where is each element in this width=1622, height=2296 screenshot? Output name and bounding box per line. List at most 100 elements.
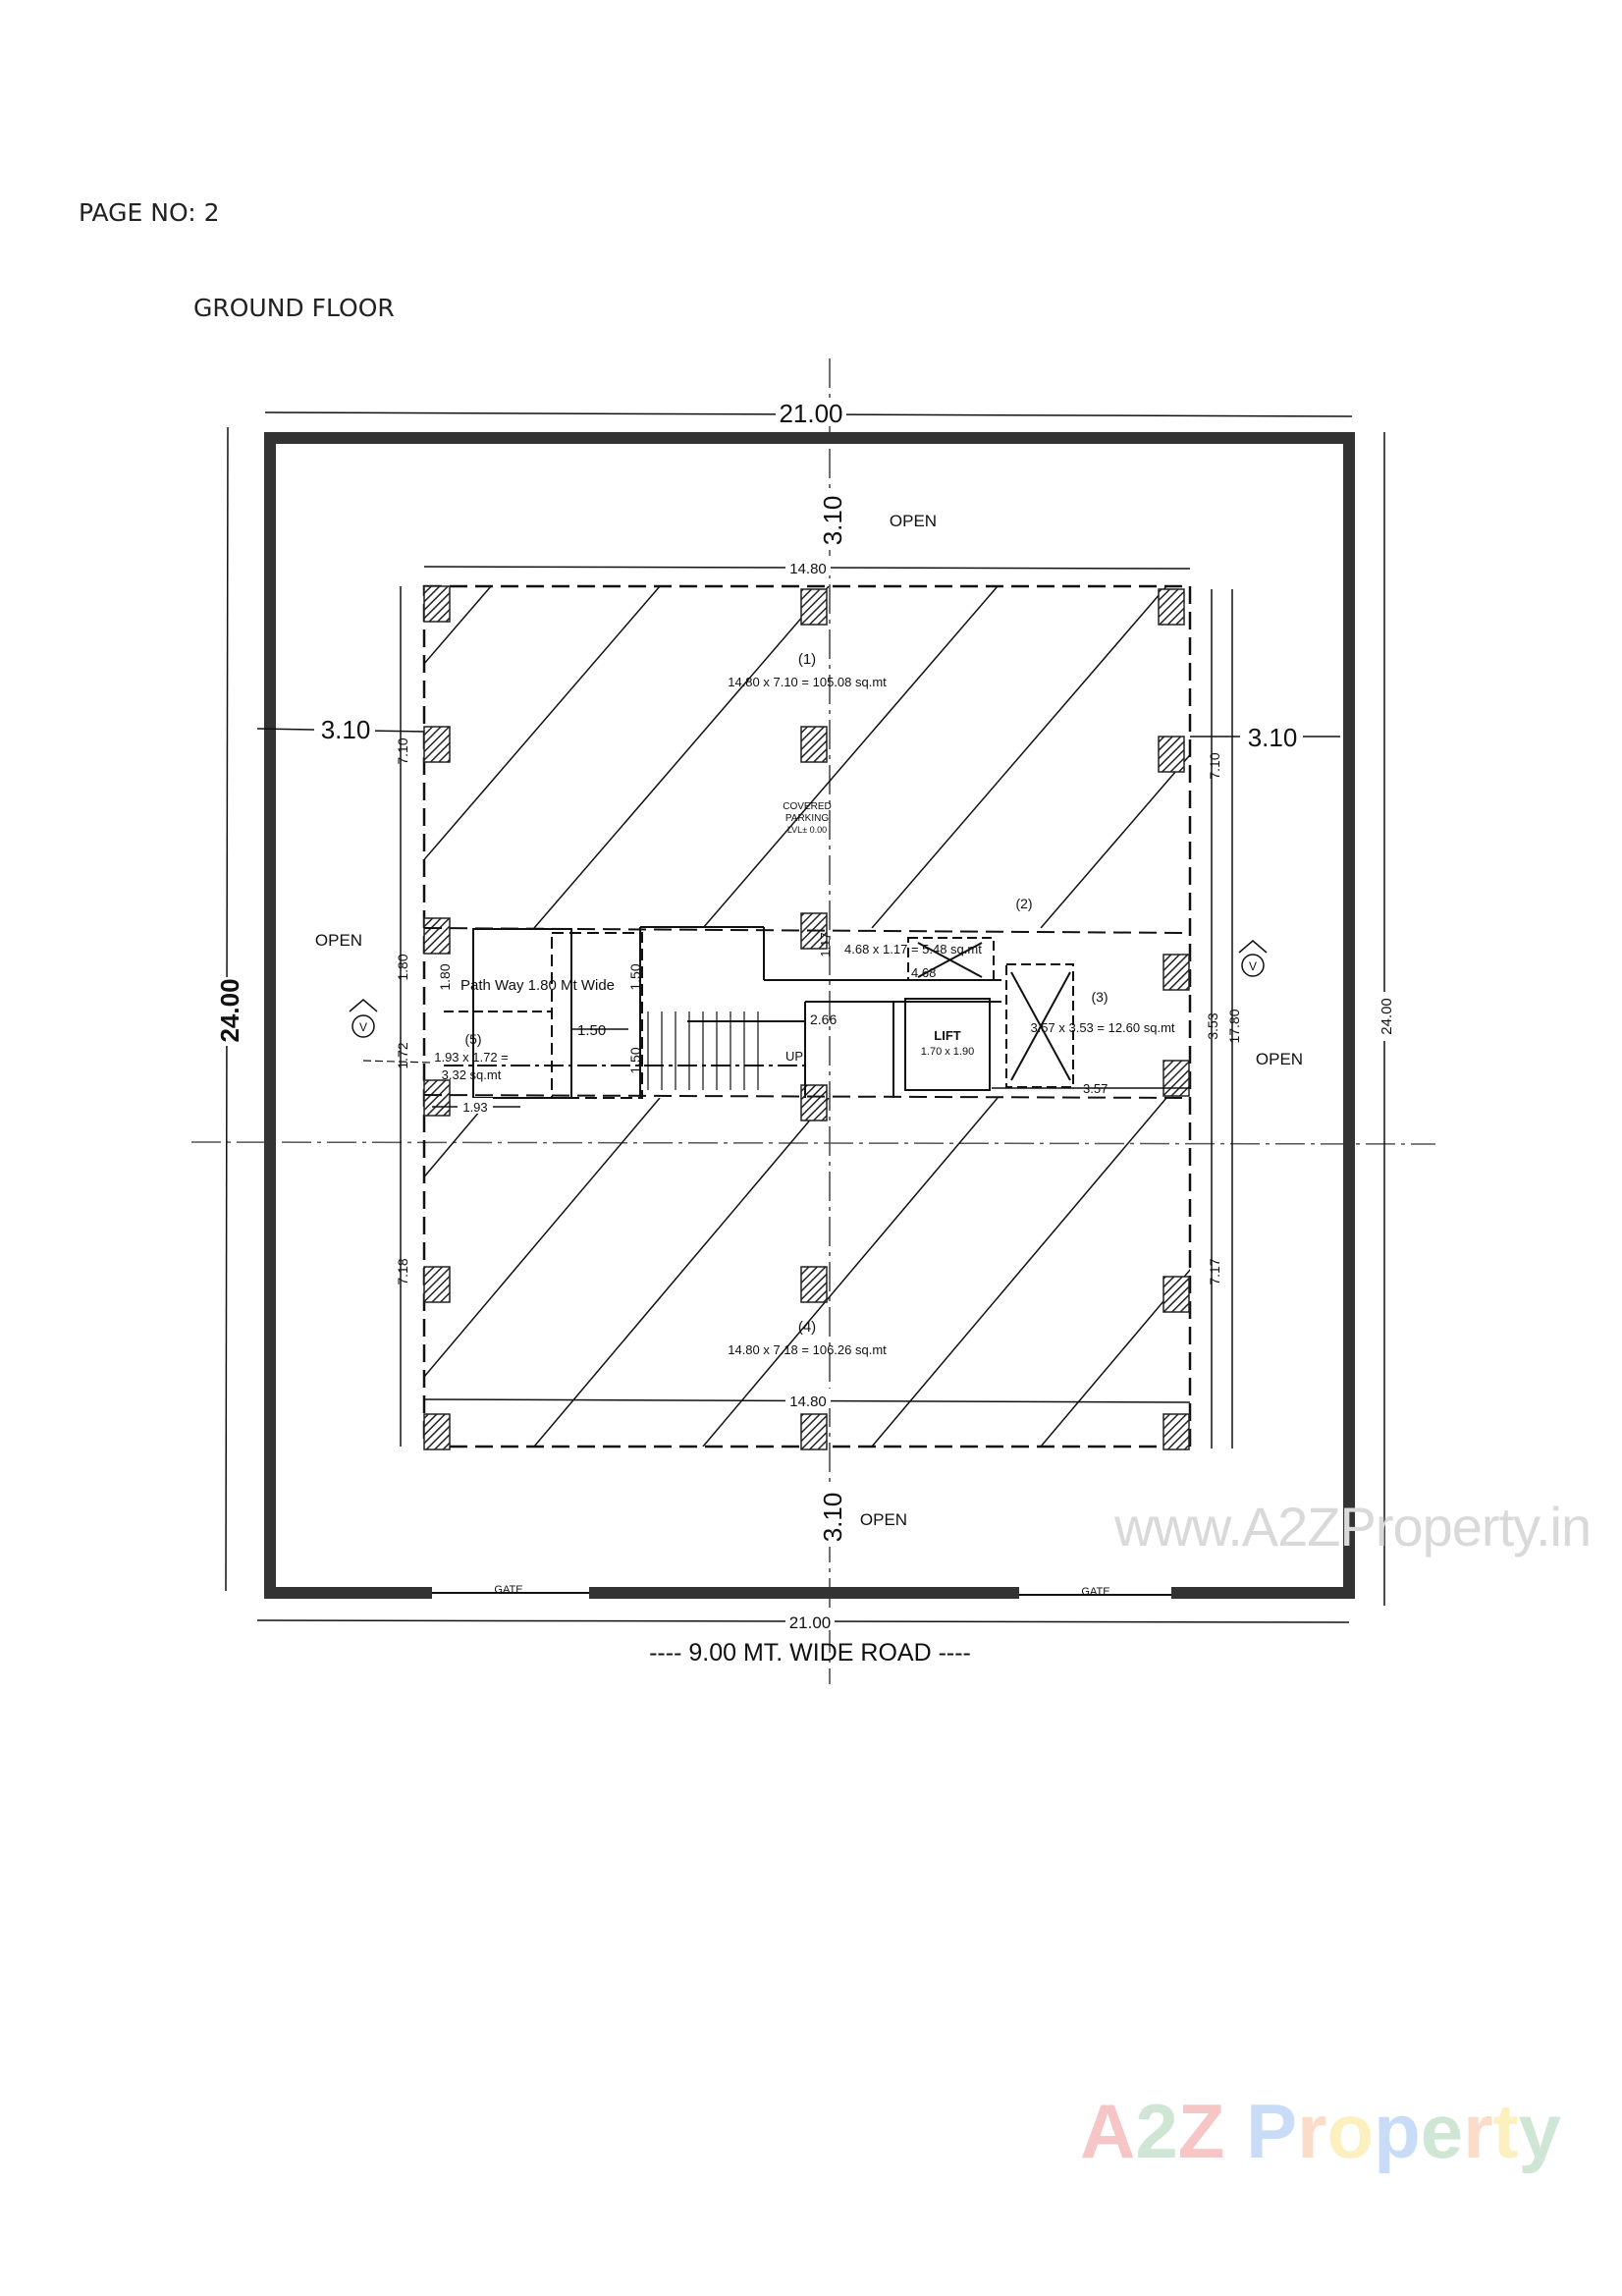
dim-stair-150-b: 1.50 bbox=[627, 1047, 643, 1073]
column bbox=[423, 917, 451, 955]
lift-label: LIFT bbox=[934, 1028, 960, 1043]
stair-up-label: UP bbox=[785, 1049, 803, 1064]
hatch-line bbox=[702, 586, 999, 928]
core-strip bbox=[423, 926, 1191, 1099]
ventilation-marker-left: V bbox=[349, 999, 433, 1064]
area-5-calc-1: 1.93 x 1.72 = bbox=[434, 1050, 509, 1065]
area-2-calc: 4.68 x 1.17 = 5.48 sq.mt bbox=[844, 942, 982, 957]
parking-hatch-bottom bbox=[424, 1098, 1622, 1447]
dim-stair-width: 1.50 bbox=[577, 1022, 606, 1039]
dim-266: 2.66 bbox=[810, 1011, 837, 1027]
column bbox=[423, 585, 451, 623]
dim-468: 4.68 bbox=[911, 965, 936, 980]
area-1-number: (1) bbox=[798, 651, 816, 668]
column bbox=[1162, 1413, 1190, 1450]
hatch-line bbox=[424, 586, 492, 666]
dim-overall-width: 21.00 bbox=[779, 399, 842, 428]
column bbox=[800, 588, 828, 626]
dim-right-top: 7.10 bbox=[1207, 752, 1222, 779]
column bbox=[1158, 736, 1185, 773]
page-number: PAGE NO: 2 bbox=[79, 198, 220, 227]
open-label-top: OPEN bbox=[890, 512, 937, 530]
floor-title: GROUND FLOOR bbox=[193, 294, 395, 322]
setback-right: 3.10 bbox=[1248, 723, 1298, 752]
area-3-calc: 3.57 x 3.53 = 12.60 sq.mt bbox=[1030, 1020, 1174, 1035]
dim-353: 3.53 bbox=[1205, 1012, 1220, 1039]
parking-label-1: COVERED bbox=[783, 801, 831, 812]
dim-overall-depth-right: 24.00 bbox=[1379, 998, 1395, 1035]
area-4-calc: 14.80 x 7.18 = 106.26 sq.mt bbox=[728, 1342, 887, 1357]
columns bbox=[423, 585, 1190, 1450]
hatch-line bbox=[424, 1098, 661, 1379]
watermark-url: www.A2ZProperty.in bbox=[1114, 1496, 1592, 1558]
setback-top: 3.10 bbox=[818, 496, 847, 546]
hatch-line bbox=[1379, 1098, 1622, 1447]
hatch-line bbox=[1210, 586, 1504, 928]
dim-pathway-180: 1.80 bbox=[437, 963, 453, 990]
dim-inner-width-bottom: 14.80 bbox=[789, 1394, 827, 1410]
dim-117: 1.17 bbox=[818, 932, 833, 957]
column bbox=[1162, 954, 1190, 991]
dim-inner-width-top: 14.80 bbox=[789, 561, 827, 577]
dim-357: 3.57 bbox=[1083, 1081, 1108, 1096]
hatch-line bbox=[1040, 753, 1190, 928]
open-label-right: OPEN bbox=[1256, 1050, 1303, 1068]
dim-bottom-width: 21.00 bbox=[789, 1613, 832, 1632]
hatch-line bbox=[533, 586, 830, 928]
hatch-line bbox=[702, 1098, 999, 1447]
dim-stair-150-a: 1.50 bbox=[627, 963, 643, 990]
dim-overall-depth-left: 24.00 bbox=[215, 978, 244, 1042]
hatch-line bbox=[1210, 1098, 1504, 1447]
centre-line-horizontal bbox=[190, 1141, 1436, 1145]
gate-label-right: GATE bbox=[1081, 1586, 1109, 1598]
hatch-line bbox=[1040, 1268, 1190, 1447]
column bbox=[800, 1266, 828, 1303]
setback-left: 3.10 bbox=[321, 715, 371, 744]
dim-right-bottom: 7.17 bbox=[1207, 1258, 1222, 1285]
parking-level: LVL± 0.00 bbox=[787, 825, 827, 835]
area-4-number: (4) bbox=[798, 1319, 816, 1336]
column bbox=[423, 1079, 451, 1117]
area-5-number: (5) bbox=[464, 1031, 481, 1047]
hatch-line bbox=[424, 586, 661, 861]
dim-193: 1.93 bbox=[462, 1100, 487, 1115]
dim-left-172: 1.72 bbox=[395, 1042, 410, 1068]
ventilation-label-left: V bbox=[359, 1020, 367, 1034]
column bbox=[1162, 1276, 1190, 1313]
setback-bottom: 3.10 bbox=[818, 1493, 847, 1543]
ventilation-marker-right: V bbox=[1238, 940, 1268, 977]
column bbox=[800, 726, 828, 763]
dim-left-180: 1.80 bbox=[395, 954, 410, 980]
column bbox=[423, 726, 451, 763]
column bbox=[1158, 588, 1185, 626]
area-2-number: (2) bbox=[1015, 896, 1032, 911]
gate-label-left: GATE bbox=[494, 1584, 522, 1596]
road-label: ---- 9.00 MT. WIDE ROAD ---- bbox=[649, 1639, 971, 1667]
column bbox=[800, 1413, 828, 1450]
open-label-left: OPEN bbox=[315, 931, 362, 950]
gate-opening-left bbox=[432, 1581, 589, 1599]
open-label-bottom: OPEN bbox=[860, 1510, 907, 1529]
building-footprint bbox=[422, 584, 1192, 1449]
area-5-calc-2: 3.32 sq.mt bbox=[442, 1067, 502, 1082]
lift-size: 1.70 x 1.90 bbox=[921, 1046, 974, 1058]
column bbox=[423, 1266, 451, 1303]
dim-left-bottom: 7.18 bbox=[395, 1258, 410, 1285]
hatch-line bbox=[1379, 586, 1622, 928]
parking-hatch-top bbox=[424, 586, 1622, 928]
pathway-label: Path Way 1.80 Mt Wide bbox=[460, 977, 615, 994]
ventilation-label-right: V bbox=[1249, 959, 1257, 973]
area-3-number: (3) bbox=[1091, 989, 1108, 1005]
column bbox=[423, 1413, 451, 1450]
dim-1780: 17.80 bbox=[1226, 1009, 1242, 1043]
boundary-wall bbox=[264, 432, 1355, 1599]
hatch-line bbox=[871, 1098, 1167, 1447]
dim-left-top: 7.10 bbox=[395, 738, 410, 764]
hatch-line bbox=[871, 586, 1167, 928]
staircase bbox=[647, 1011, 759, 1090]
column bbox=[1162, 1060, 1190, 1097]
hatch-line bbox=[533, 1098, 830, 1447]
hatch-line bbox=[424, 1098, 492, 1178]
area-1-calc: 14.80 x 7.10 = 105.08 sq.mt bbox=[728, 675, 887, 689]
